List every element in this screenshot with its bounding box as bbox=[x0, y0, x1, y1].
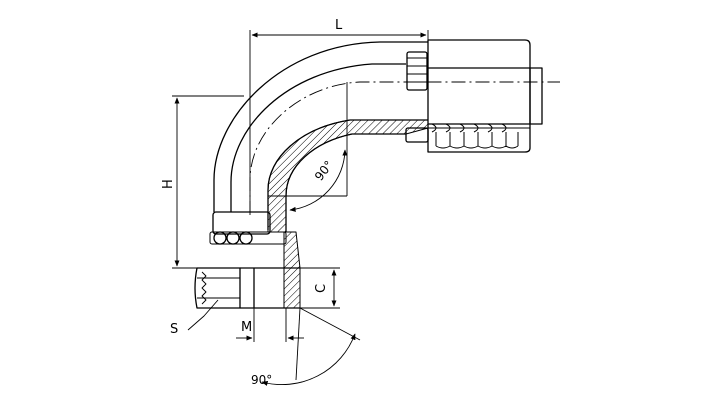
extension-lines bbox=[172, 30, 429, 381]
ferrule bbox=[405, 39, 543, 153]
label-hex: S bbox=[170, 322, 178, 337]
label-seat: C bbox=[314, 284, 329, 293]
swivel-angle-arc bbox=[261, 333, 356, 386]
leader-hex bbox=[187, 299, 219, 331]
label-length: L bbox=[335, 18, 343, 33]
elbow-tube bbox=[213, 41, 429, 233]
label-thread: M bbox=[241, 320, 252, 335]
label-bend-angle: 90° bbox=[312, 158, 336, 183]
bend-angle-arc bbox=[289, 149, 348, 212]
label-height: H bbox=[161, 179, 176, 189]
label-swivel-angle: 90° bbox=[251, 373, 272, 387]
swivel-nut bbox=[194, 211, 301, 309]
